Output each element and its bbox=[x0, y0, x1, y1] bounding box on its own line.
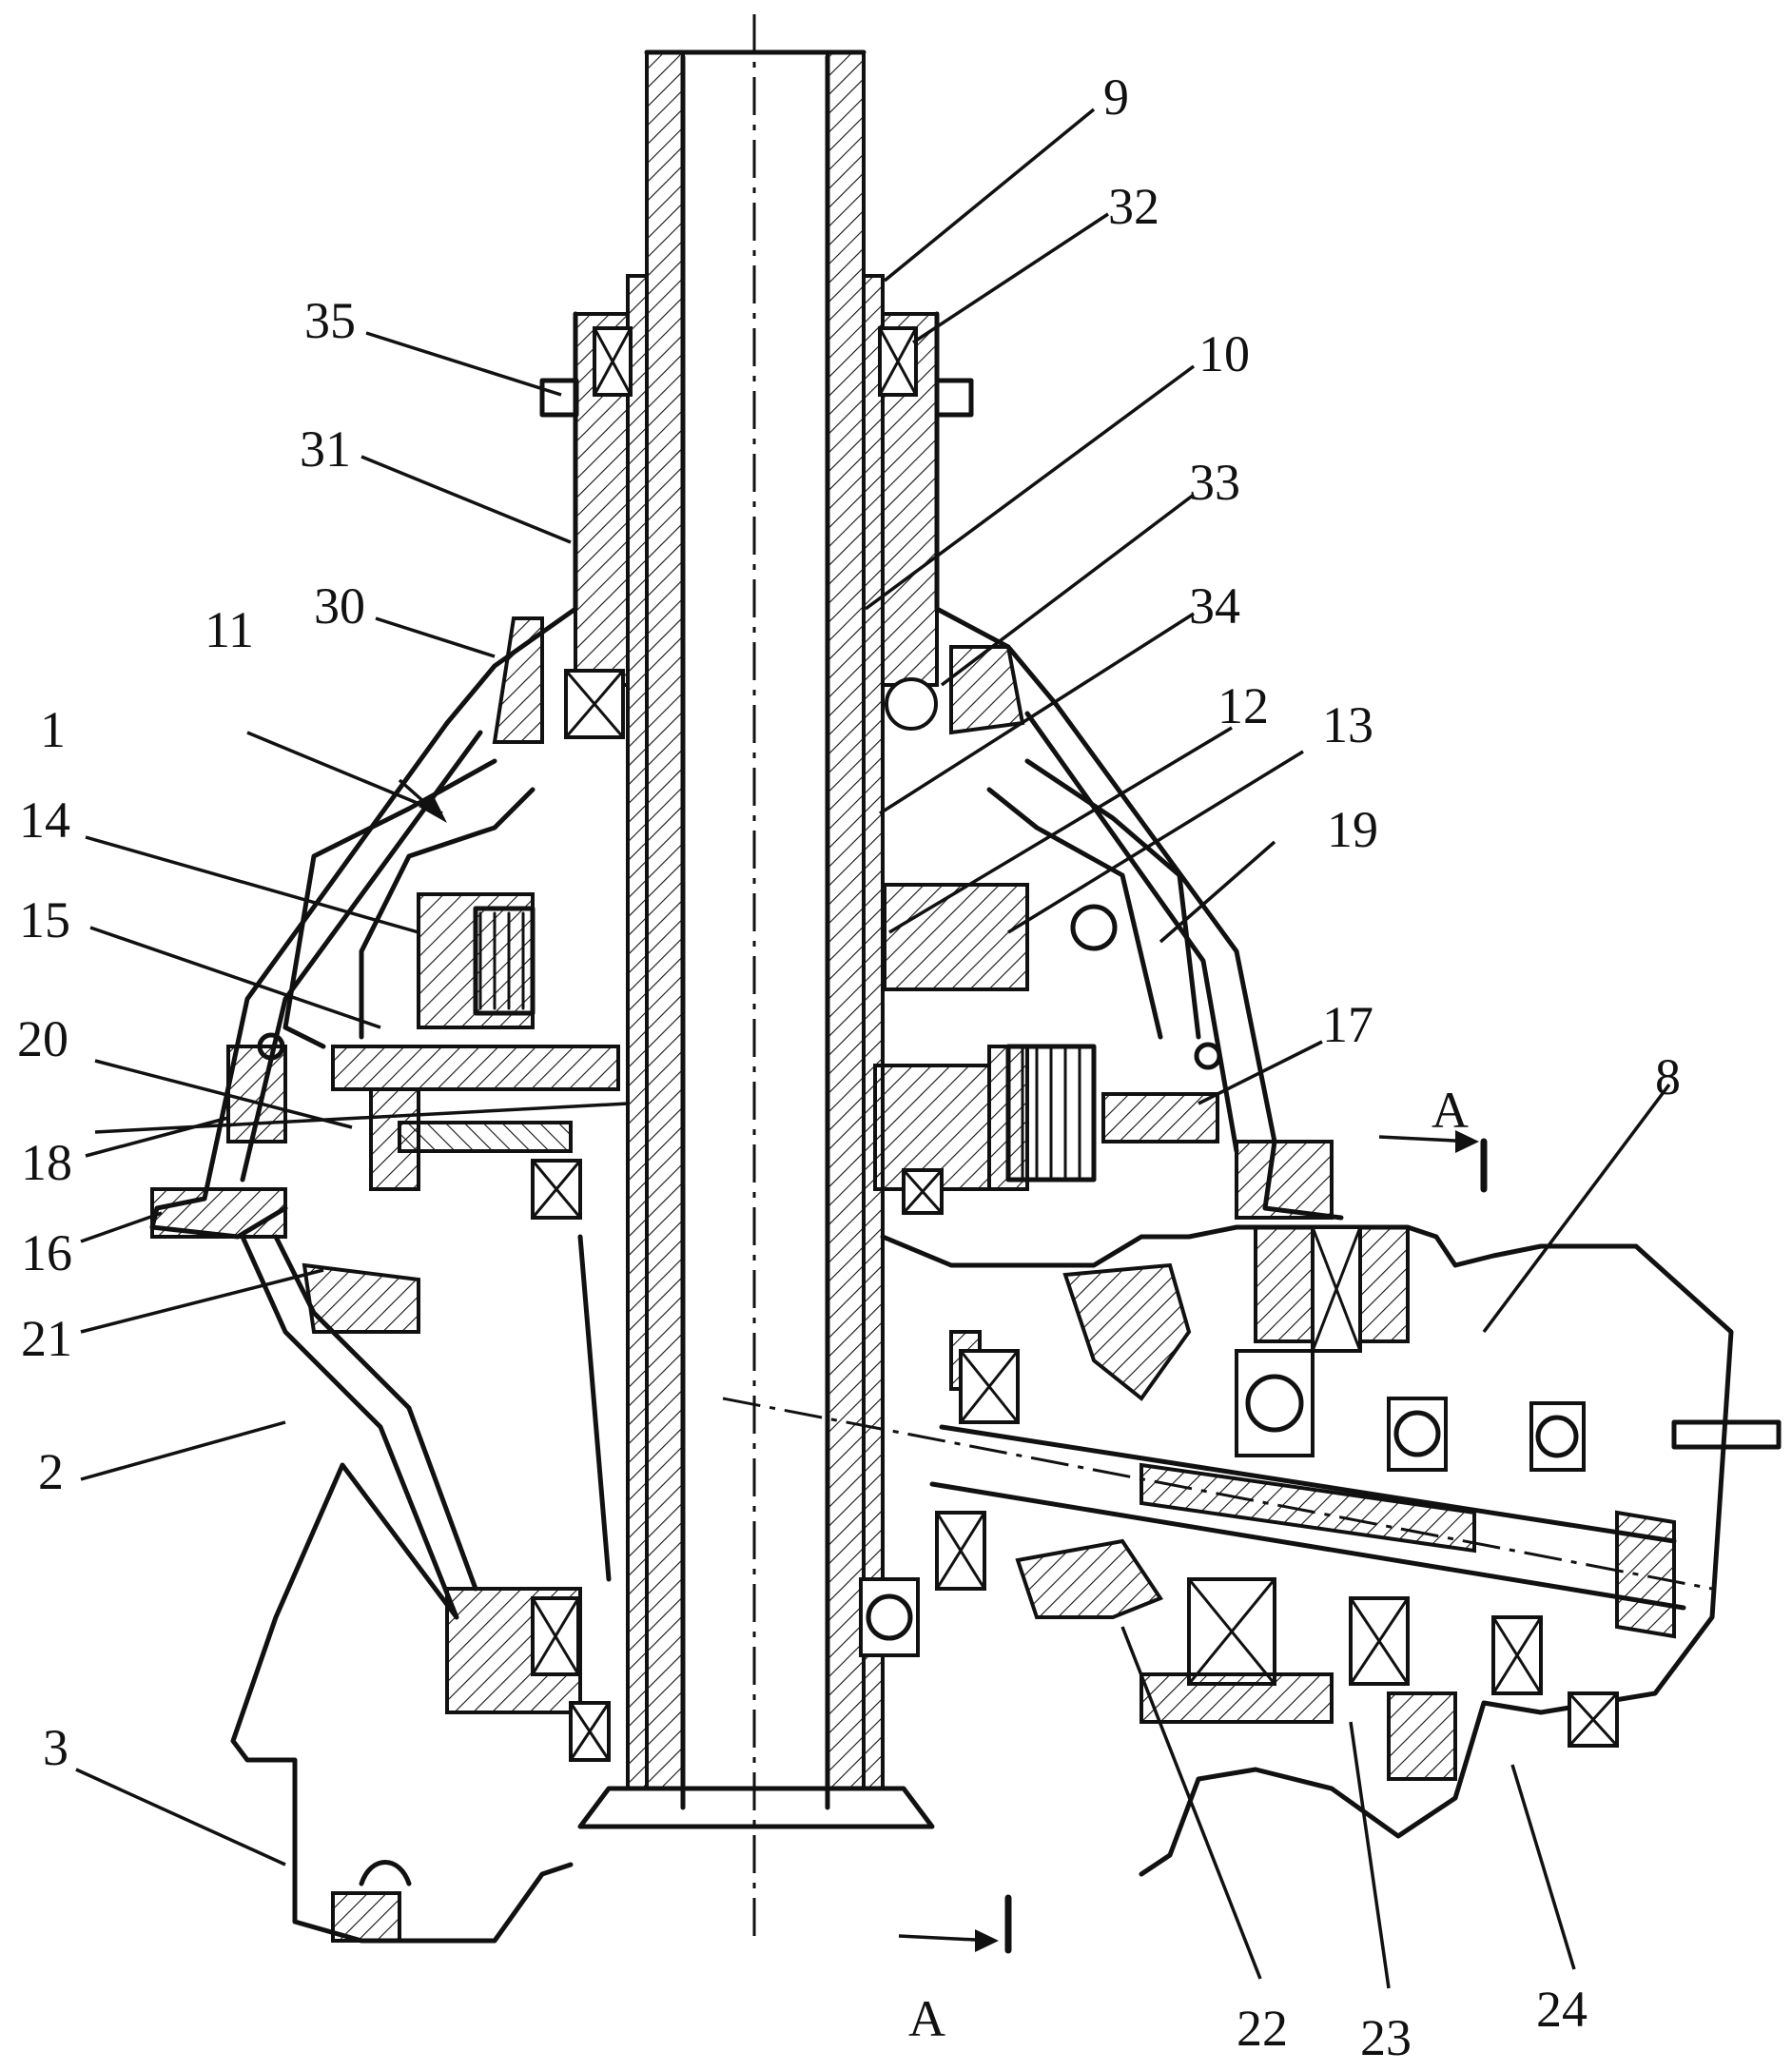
label-17: 17 bbox=[1322, 996, 1373, 1053]
label-30: 30 bbox=[314, 577, 365, 635]
label-11: 11 bbox=[205, 601, 254, 658]
label-3: 3 bbox=[43, 1719, 68, 1776]
label-21: 21 bbox=[21, 1310, 72, 1367]
right-gearbox bbox=[859, 1224, 1782, 1877]
label-13: 13 bbox=[1322, 696, 1373, 753]
section-mark-top: A bbox=[1378, 1082, 1488, 1193]
label-15: 15 bbox=[19, 891, 70, 948]
label-18: 18 bbox=[21, 1134, 72, 1191]
label-32: 32 bbox=[1108, 178, 1159, 235]
label-12: 12 bbox=[1217, 677, 1269, 734]
label-19: 19 bbox=[1327, 801, 1378, 858]
label-33: 33 bbox=[1189, 454, 1240, 511]
label-20: 20 bbox=[17, 1010, 68, 1067]
label-14: 14 bbox=[19, 792, 70, 849]
outer-housing bbox=[149, 701, 1344, 1240]
upper-bearing-tower bbox=[444, 311, 1059, 744]
label-16: 16 bbox=[21, 1224, 72, 1281]
section-label-bottom: A bbox=[908, 1990, 945, 2047]
main-shaft bbox=[577, 49, 935, 1829]
label-1: 1 bbox=[40, 701, 66, 758]
label-31: 31 bbox=[300, 420, 351, 478]
planetary-stage bbox=[226, 883, 1222, 1220]
label-34: 34 bbox=[1189, 577, 1240, 635]
label-23: 23 bbox=[1360, 2009, 1412, 2066]
label-10: 10 bbox=[1198, 325, 1250, 382]
inner-carrier-housing bbox=[282, 758, 1201, 1049]
lower-housing bbox=[230, 1234, 612, 1944]
label-8: 8 bbox=[1655, 1048, 1681, 1105]
leader-lines bbox=[75, 108, 1671, 1989]
label-9: 9 bbox=[1103, 68, 1129, 126]
section-label-top: A bbox=[1432, 1082, 1469, 1139]
label-24: 24 bbox=[1536, 1981, 1587, 2038]
label-2: 2 bbox=[38, 1443, 64, 1500]
label-35: 35 bbox=[304, 292, 356, 349]
label-22: 22 bbox=[1237, 2000, 1288, 2057]
section-mark-bottom: A bbox=[898, 1894, 1012, 2047]
centerlines bbox=[722, 14, 1713, 1941]
part-labels: 9 32 35 10 31 33 30 34 11 12 1 13 14 19 … bbox=[17, 68, 1681, 2066]
